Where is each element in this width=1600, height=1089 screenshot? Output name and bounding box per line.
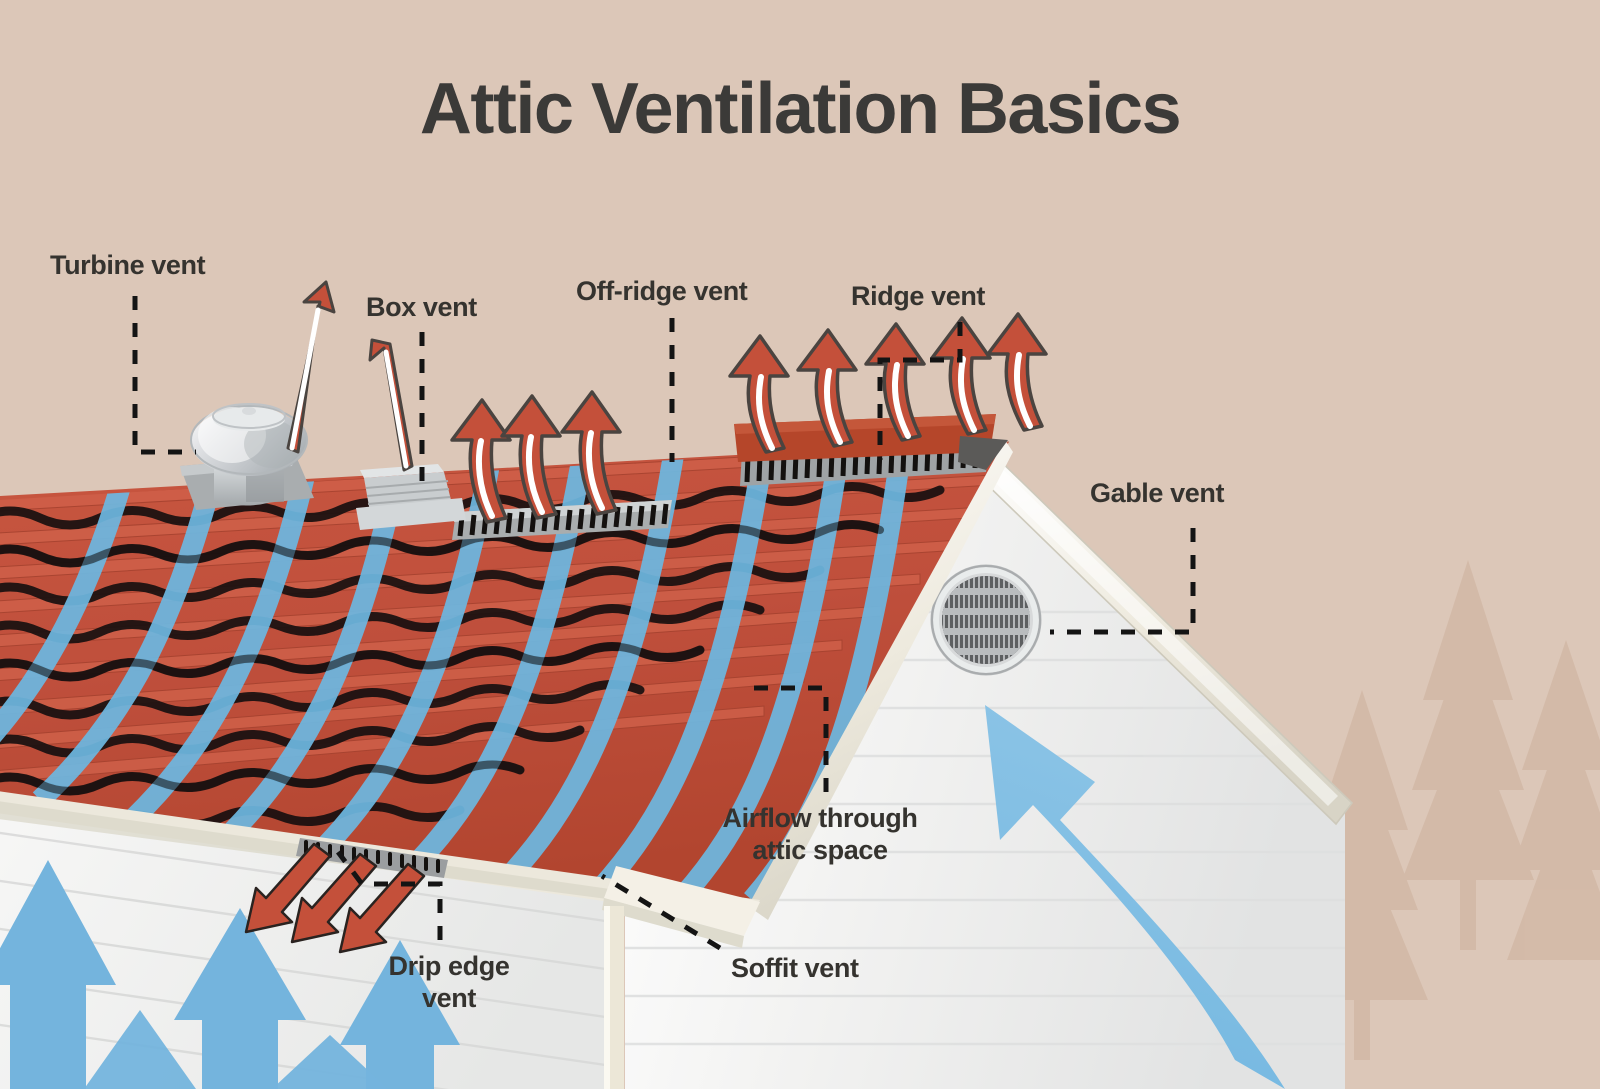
- intake-airflow-arrows-left-lower: [84, 1010, 388, 1089]
- label-drip-edge-vent: Drip edge vent: [388, 951, 510, 1013]
- label-box-vent: Box vent: [366, 292, 477, 322]
- label-airflow-attic-space: Airflow through attic space: [722, 803, 918, 865]
- page-title: Attic Ventilation Basics: [419, 69, 1182, 149]
- gable-vent-grille: [942, 576, 1030, 664]
- box-vent-exhaust-arrow: [368, 338, 414, 472]
- gable-vent[interactable]: [930, 564, 1042, 676]
- label-gable-vent: Gable vent: [1090, 478, 1225, 508]
- intake-airflow-arrows-left: [0, 860, 460, 1089]
- turbine-vent-exhaust-arrow: [286, 280, 336, 454]
- label-off-ridge-vent: Off-ridge vent: [576, 276, 748, 306]
- label-ridge-vent: Ridge vent: [851, 281, 986, 311]
- intake-airflow-arrow-gable: [985, 705, 1285, 1089]
- label-soffit-vent: Soffit vent: [731, 953, 859, 983]
- off-ridge-exhaust-arrows: [450, 390, 622, 524]
- turbine-vent[interactable]: [180, 403, 314, 510]
- box-vent[interactable]: [356, 464, 466, 530]
- label-turbine-vent: Turbine vent: [50, 250, 206, 280]
